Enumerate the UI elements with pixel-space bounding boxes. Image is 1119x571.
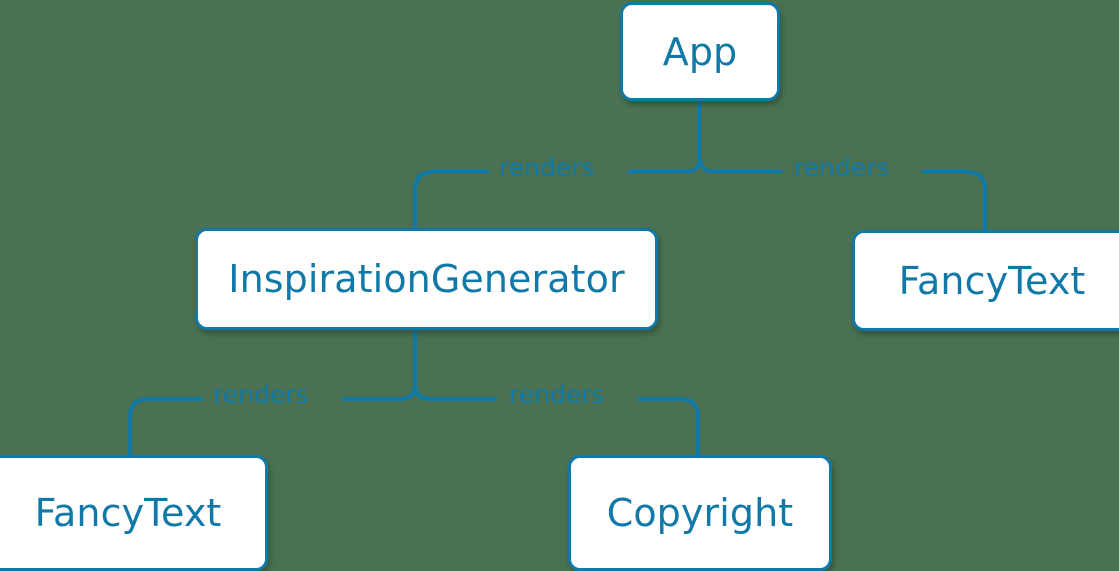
node-fancytext-right-label: FancyText — [898, 258, 1086, 303]
edge-label-app-to-inspiration-generator: renders — [499, 153, 595, 182]
node-fancytext-right[interactable]: FancyText — [852, 230, 1119, 331]
node-app-label: App — [662, 29, 738, 74]
node-inspiration-generator-label: InspirationGenerator — [228, 257, 625, 301]
node-inspiration-generator[interactable]: InspirationGenerator — [195, 228, 658, 330]
node-copyright-label: Copyright — [606, 491, 794, 535]
edge-label-inspiration-generator-to-copyright: renders — [509, 380, 605, 409]
edge-label-app-to-fancytext: renders — [794, 153, 890, 182]
node-app[interactable]: App — [620, 2, 780, 101]
node-copyright[interactable]: Copyright — [568, 455, 832, 571]
edge-label-inspiration-generator-to-fancytext: renders — [213, 380, 309, 409]
node-fancytext-left-label: FancyText — [34, 491, 222, 535]
node-fancytext-left[interactable]: FancyText — [0, 455, 268, 571]
